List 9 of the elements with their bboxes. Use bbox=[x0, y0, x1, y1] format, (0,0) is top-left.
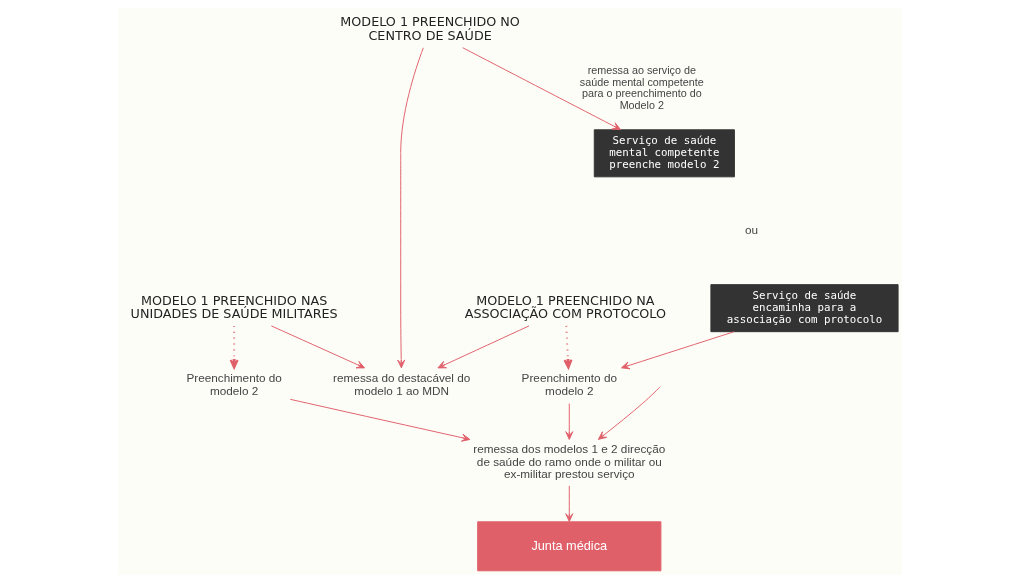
node-text: MODELO 1 PREENCHIDO NAS UNIDADES DE SAÚDE MILITARES bbox=[130, 292, 338, 322]
node-text: MODELO 1 PREENCHIDO NA ASSOCIAÇÃO COM PROTOCOLO bbox=[464, 292, 667, 322]
edge-label: remessa ao serviço de saúde mental competente para o preenchimento do Modelo 2 bbox=[579, 63, 704, 112]
node-text: remessa dos modelos 1 e 2 direcção de saúde do ramo onde o militar ou ex-militar prestou serviço bbox=[473, 441, 666, 481]
label: ou bbox=[745, 222, 759, 236]
node-text: Preenchimento do modelo 2 bbox=[521, 371, 617, 397]
node-text: MODELO 1 PREENCHIDO NO CENTRO DE SAÚDE bbox=[340, 14, 520, 44]
node-text: Preenchimento do modelo 2 bbox=[186, 371, 282, 397]
node-text: remessa do destacável do modelo 1 ao MDN bbox=[333, 371, 471, 397]
